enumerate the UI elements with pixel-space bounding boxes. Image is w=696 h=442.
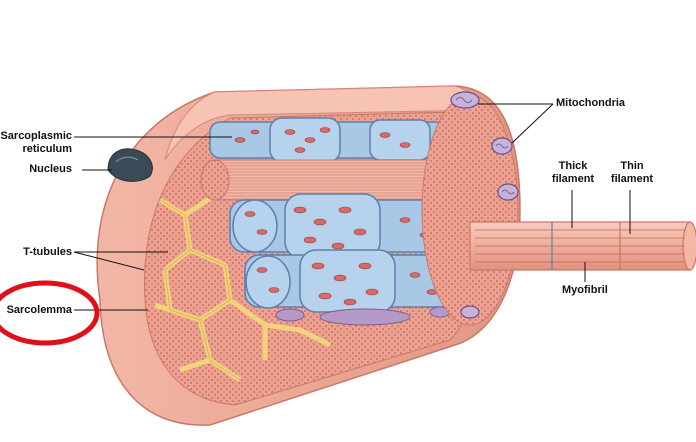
label-sarcoplasmic-line1: Sarcoplasmic xyxy=(0,130,72,142)
label-mitochondria: Mitochondria xyxy=(556,97,626,109)
label-thick-line1: Thick xyxy=(558,160,588,172)
projecting-myofibril xyxy=(469,221,696,271)
label-thin-line1: Thin xyxy=(620,160,644,172)
label-sarcoplasmic-line2: reticulum xyxy=(22,143,72,155)
label-sarcolemma: Sarcolemma xyxy=(6,304,72,316)
label-t-tubules: T-tubules xyxy=(23,246,72,258)
reticulum-row-top xyxy=(209,117,446,163)
reticulum-row-bottom xyxy=(244,249,456,313)
label-sarcoplasmic-reticulum: Sarcoplasmic reticulum xyxy=(0,130,72,156)
leader-lines xyxy=(73,103,631,311)
fibril-end-cap xyxy=(421,94,519,326)
label-myofibril: Myofibril xyxy=(562,284,608,296)
label-thin-line2: filament xyxy=(610,173,654,185)
nucleus-shape xyxy=(107,148,153,182)
highlight-circle xyxy=(0,280,100,346)
label-thin-filament: Thin filament xyxy=(606,160,658,186)
label-thick-filament: Thick filament xyxy=(547,160,599,186)
label-nucleus: Nucleus xyxy=(29,163,72,175)
reticulum-row-middle xyxy=(229,193,456,259)
label-thick-line2: filament xyxy=(551,173,595,185)
